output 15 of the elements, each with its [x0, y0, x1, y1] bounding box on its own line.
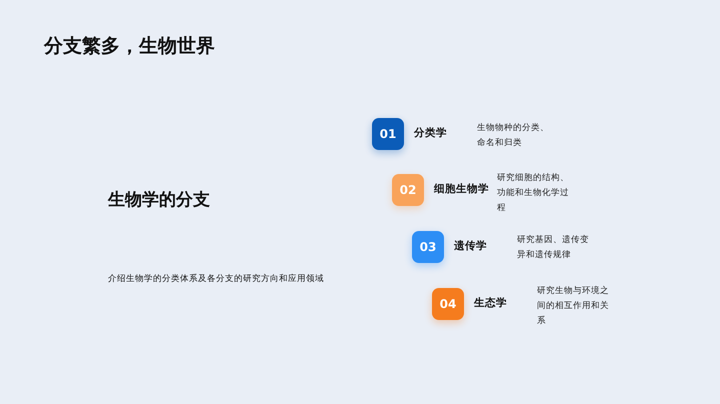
heading: 生物学的分支 — [108, 189, 210, 211]
item-description: 生物物种的分类、命名和归类 — [477, 122, 550, 150]
number-badge: 01 — [372, 118, 404, 150]
item-heading: 细胞生物学 — [434, 182, 489, 196]
item-heading: 生态学 — [474, 296, 507, 310]
number-badge: 04 — [432, 288, 464, 320]
item-heading: 分类学 — [414, 126, 447, 140]
number-badge: 02 — [392, 174, 424, 206]
title: 分支繁多，生物世界 — [44, 34, 215, 59]
number-badge: 03 — [412, 231, 444, 263]
item-description: 研究细胞的结构、功能和生物化学过程 — [497, 172, 570, 215]
item-description: 研究生物与环境之间的相互作用和关系 — [537, 284, 610, 328]
item-description: 研究基因、遗传变异和遗传规律 — [517, 234, 590, 262]
description: 介绍生物学的分类体系及各分支的研究方向和应用领域 — [108, 273, 324, 285]
item-heading: 遗传学 — [454, 239, 487, 253]
